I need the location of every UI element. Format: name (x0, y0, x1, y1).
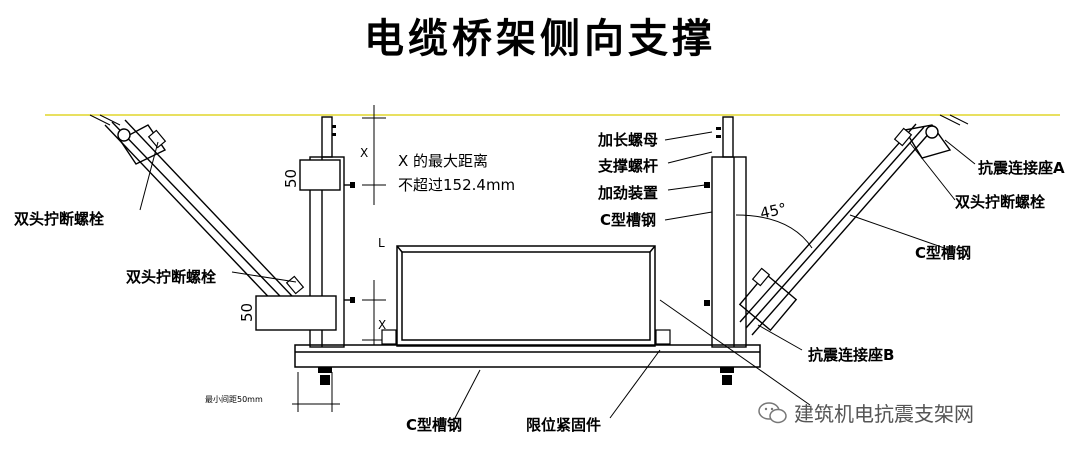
right-bolts (751, 127, 913, 287)
x-note-line-1: X 的最大距离 (398, 152, 489, 170)
label-extended-nut: 加长螺母 (598, 131, 659, 149)
label-twist-off-bolt-left-top: 双头拧断螺栓 (14, 210, 105, 228)
right-diagonal-channel (738, 123, 952, 336)
dim-l: L (378, 236, 385, 250)
label-c-channel-diagonal: C型槽钢 (915, 244, 972, 262)
right-top-pivot (925, 125, 939, 139)
left-bolt-top (147, 129, 167, 149)
label-seismic-seat-b: 抗震连接座B (808, 346, 895, 364)
label-c-channel-vertical: C型槽钢 (600, 211, 657, 229)
dim-line-left (362, 105, 386, 345)
tray-clamps (381, 329, 671, 345)
wechat-icon (758, 401, 787, 423)
label-twist-off-bolt-right: 双头拧断螺栓 (955, 193, 1046, 211)
x-note-line-2: 不超过152.4mm (398, 176, 516, 194)
left-top-pivot (117, 128, 131, 142)
dim-x-bottom: X (378, 318, 387, 332)
right-rod-nuts (704, 127, 721, 306)
label-twist-off-bolt-left-bottom: 双头拧断螺栓 (126, 268, 217, 286)
left-rod-nuts (332, 125, 355, 303)
label-limit-clamp: 限位紧固件 (526, 416, 602, 434)
dim-min-spacing: 最小间距50mm (205, 395, 263, 404)
angle-arc (735, 214, 813, 249)
bottom-channel (294, 344, 761, 368)
page-title: 电缆桥架侧向支撑 (364, 16, 716, 62)
left-vertical-assembly (255, 116, 354, 348)
dim-50-bottom: 50 (238, 302, 256, 322)
dim-x-top: X (360, 146, 369, 160)
ceiling-hatch-left (89, 114, 121, 126)
cable-tray (396, 245, 656, 347)
ceiling-hatch-right (939, 114, 969, 126)
right-vertical-assembly (711, 116, 747, 348)
label-support-rod: 支撑螺杆 (598, 157, 659, 175)
label-seismic-seat-a: 抗震连接座A (978, 159, 1065, 177)
dim-50-top: 50 (282, 168, 300, 188)
watermark-text: 建筑机电抗震支架网 (794, 402, 974, 426)
left-bolt-bottom (285, 275, 305, 295)
label-stiffener: 加劲装置 (598, 184, 659, 202)
min-spacing-dim (292, 372, 340, 412)
bottom-nuts (318, 367, 734, 385)
watermark: 建筑机电抗震支架网 (758, 398, 974, 427)
leader-lines (139, 131, 976, 419)
label-c-channel-bottom: C型槽钢 (406, 416, 463, 434)
